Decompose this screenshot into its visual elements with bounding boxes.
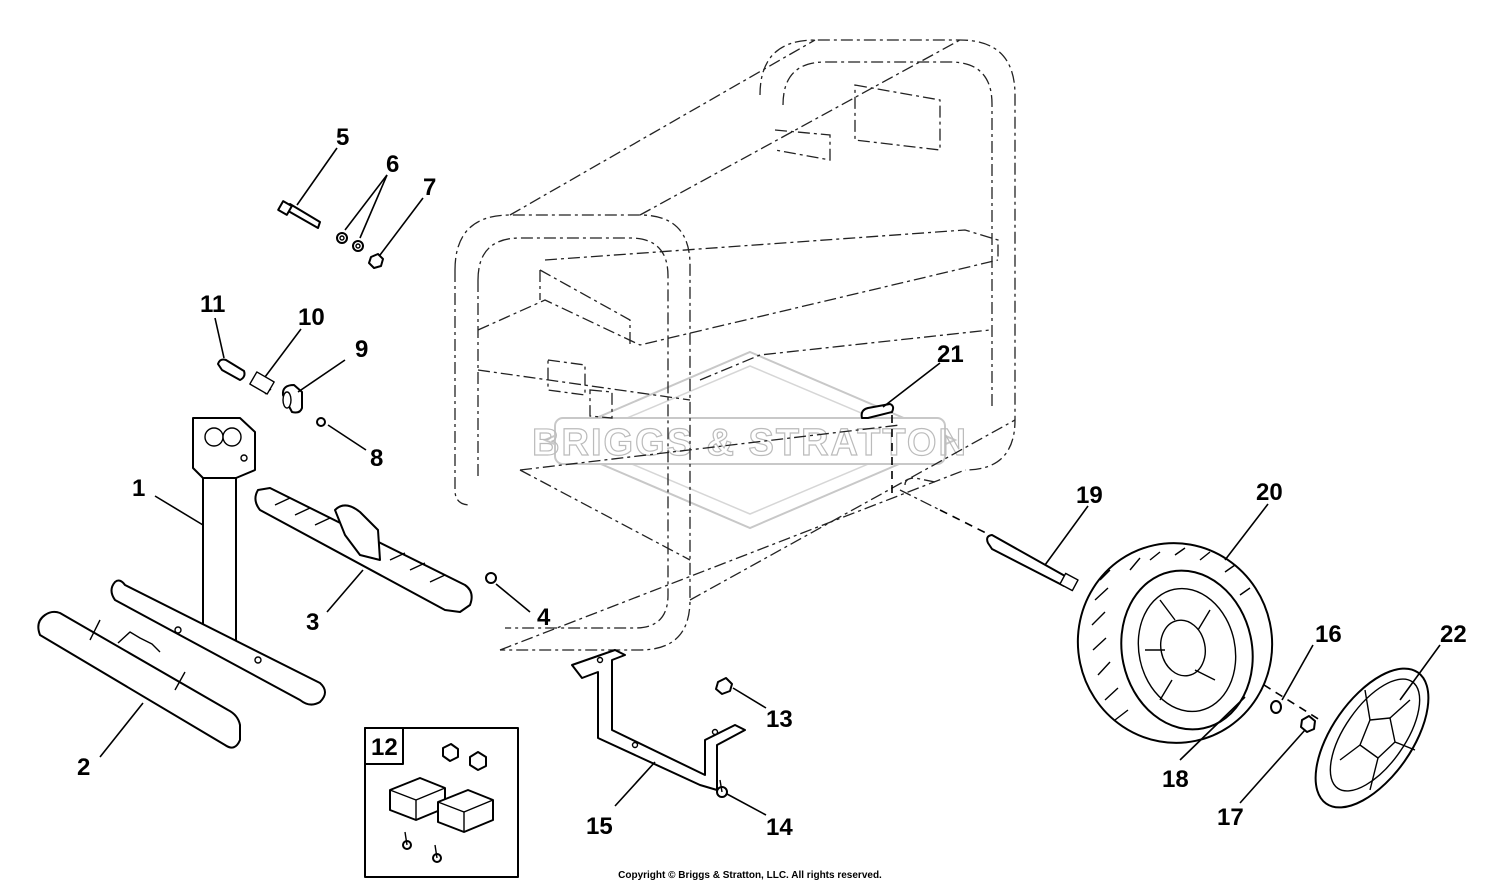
part-screw-4[interactable]	[485, 572, 497, 584]
callout-6: 6	[386, 151, 399, 178]
callout-7: 7	[423, 174, 436, 201]
callout-20: 20	[1256, 479, 1283, 506]
part-pin-11[interactable]	[217, 358, 246, 381]
part-screw-14[interactable]	[716, 779, 728, 798]
copyright-notice: Copyright © Briggs & Stratton, LLC. All …	[618, 870, 882, 881]
part-hubcap-22[interactable]	[1293, 650, 1450, 827]
callout-14: 14	[766, 814, 793, 841]
part-handle-cover[interactable]	[254, 487, 473, 613]
part-washer-16[interactable]	[1270, 700, 1282, 714]
callout-19: 19	[1076, 482, 1103, 509]
brand-watermark: BRIGGS & STRATTON	[531, 350, 967, 530]
part-cotter-pin-21[interactable]	[860, 403, 895, 419]
part-bolt-5[interactable]	[277, 200, 321, 229]
part-handle-frame[interactable]	[110, 417, 326, 706]
callout-11: 11	[200, 291, 225, 318]
part-nut-17[interactable]	[1300, 715, 1316, 733]
callout-2: 2	[77, 754, 90, 781]
part-wheel-20[interactable]	[1059, 525, 1290, 761]
callout-12: 12	[371, 734, 398, 761]
callout-10: 10	[298, 304, 325, 331]
callout-9: 9	[355, 336, 368, 363]
callout-labels: 1 2 3 4 5 6 7 8 9 10 11 12 13 14 15 16 1…	[77, 124, 1467, 841]
part-screw-8[interactable]	[316, 417, 326, 427]
callout-8: 8	[370, 445, 383, 472]
part-bracket-15[interactable]	[571, 649, 746, 791]
part-washers-6[interactable]	[336, 232, 364, 252]
callout-18: 18	[1162, 766, 1189, 793]
part-axle-19[interactable]	[986, 534, 1079, 592]
callout-16: 16	[1315, 621, 1342, 648]
part-spring-10[interactable]	[249, 371, 275, 395]
callout-1: 1	[132, 475, 145, 502]
part-nut-13[interactable]	[715, 677, 733, 695]
callout-17: 17	[1217, 804, 1244, 831]
part-handle-grip[interactable]	[37, 610, 241, 749]
callout-13: 13	[766, 706, 793, 733]
callout-15: 15	[586, 813, 613, 840]
callout-21: 21	[937, 341, 964, 368]
part-knob-9[interactable]	[281, 384, 303, 414]
callout-3: 3	[306, 609, 319, 636]
callout-4: 4	[537, 604, 551, 631]
kit-box-12[interactable]	[364, 727, 519, 878]
frame-phantom	[454, 39, 1016, 651]
leader-lines	[99, 147, 1441, 816]
part-nut-7[interactable]	[368, 253, 384, 269]
callout-5: 5	[336, 124, 349, 151]
callout-22: 22	[1440, 621, 1467, 648]
